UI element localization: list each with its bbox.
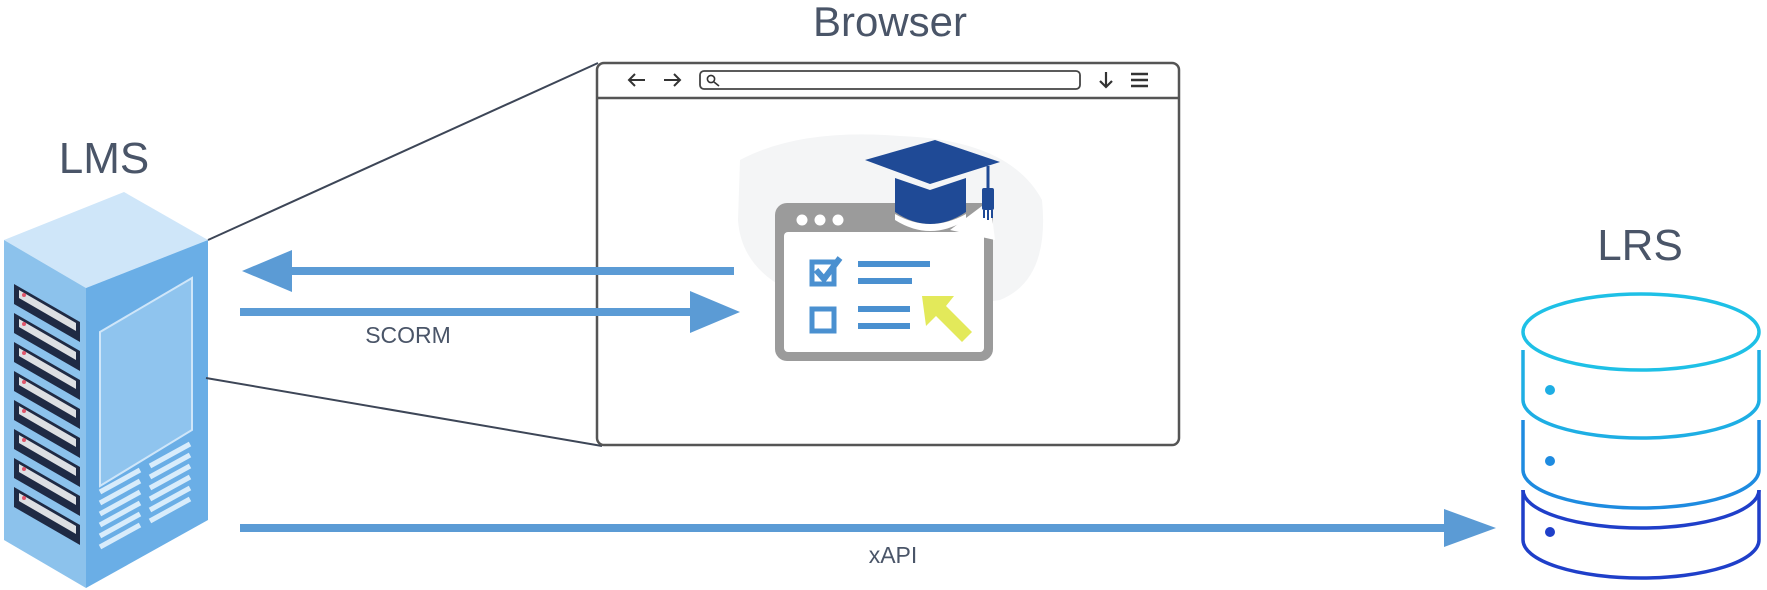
xapi-arrow [240,509,1496,547]
rack-led [22,351,26,355]
rack-slot [19,464,76,505]
rack-led [22,496,26,500]
rack-units [14,284,80,545]
browser-label: Browser [813,0,967,45]
lrs-label: LRS [1597,221,1683,270]
address-bar[interactable] [699,70,1081,90]
rack-led [22,293,26,297]
rack-slot [19,377,76,418]
rack-slot [19,406,76,447]
scorm-label: SCORM [365,322,451,348]
rack-slot [19,435,76,476]
rack-led [22,409,26,413]
arrow-left-icon[interactable] [627,73,645,87]
rack-slot [19,290,76,331]
search-icon [706,74,720,87]
rack-led [22,322,26,326]
zoom-line-top [207,62,599,241]
scorm-arrow-to-lms [242,250,734,292]
rack-slot [19,348,76,389]
scorm-arrow-to-browser [240,291,740,333]
rack-led [22,438,26,442]
rack-led [22,467,26,471]
hamburger-menu-icon[interactable] [1131,72,1148,88]
rack-slot [19,493,76,534]
cursor-arrow-icon [922,296,972,342]
graduation-cap-icon [865,140,1000,240]
rack-slot [19,319,76,360]
lms-server-icon [4,192,208,588]
rack-led [22,380,26,384]
lrs-database-icon [1521,292,1761,580]
arrow-right-icon[interactable] [664,73,682,87]
browser-window [595,61,1181,447]
download-icon[interactable] [1099,72,1113,89]
elearning-course-icon [775,203,993,361]
xapi-label: xAPI [869,542,918,568]
zoom-line-bottom [205,377,603,447]
lms-label: LMS [59,134,149,183]
